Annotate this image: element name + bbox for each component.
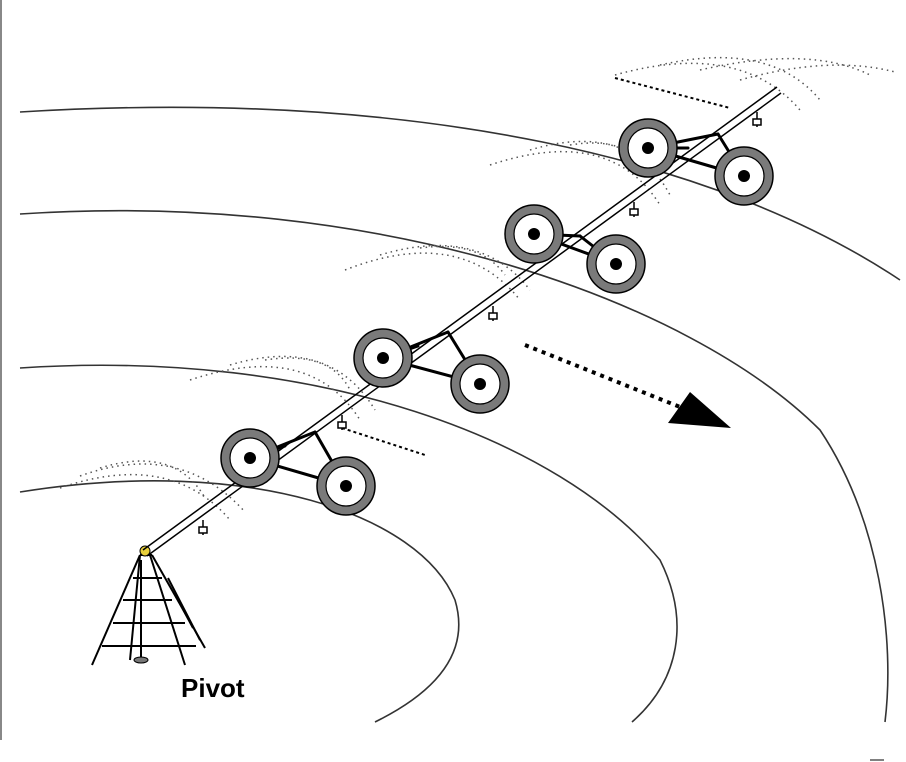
sprinkler-icon <box>629 202 639 217</box>
sprinkler-icon <box>198 520 208 535</box>
direction-arrow-head <box>668 392 731 428</box>
wheel-towers <box>220 118 774 516</box>
dashed-segments <box>341 77 731 456</box>
pivot-tower <box>91 554 206 666</box>
wheel <box>450 354 510 414</box>
sprinkler-icon <box>488 306 498 321</box>
field-ring-3 <box>19 209 889 723</box>
sprinkler-icon <box>337 415 347 430</box>
sprinkler-drops <box>198 112 762 535</box>
wheel <box>220 428 280 488</box>
field-ring-4 <box>19 106 901 281</box>
wheel <box>504 204 564 264</box>
wheel-tower <box>618 118 774 206</box>
wheel-tower <box>504 204 646 294</box>
pivot-label: Pivot <box>181 673 245 703</box>
direction-arrow-shaft <box>524 343 681 409</box>
wheel-tower <box>220 428 376 516</box>
spray-group-3 <box>344 244 531 301</box>
wheel <box>316 456 376 516</box>
dashed-segment <box>614 77 731 109</box>
field-ring-2 <box>19 364 678 723</box>
wheel <box>618 118 678 178</box>
wheel <box>586 234 646 294</box>
spray-group-5 <box>614 56 896 111</box>
field-rings <box>19 106 901 723</box>
wheel <box>714 146 774 206</box>
dashed-segment <box>341 427 426 456</box>
pivot-joint <box>139 545 151 557</box>
spray-patterns <box>59 56 896 521</box>
sprinkler-icon <box>752 112 762 127</box>
wheel <box>353 328 413 388</box>
wheel-tower <box>353 328 510 414</box>
spray-group-1 <box>59 460 246 521</box>
direction-arrow <box>524 343 731 428</box>
field-ring-1 <box>19 480 460 723</box>
